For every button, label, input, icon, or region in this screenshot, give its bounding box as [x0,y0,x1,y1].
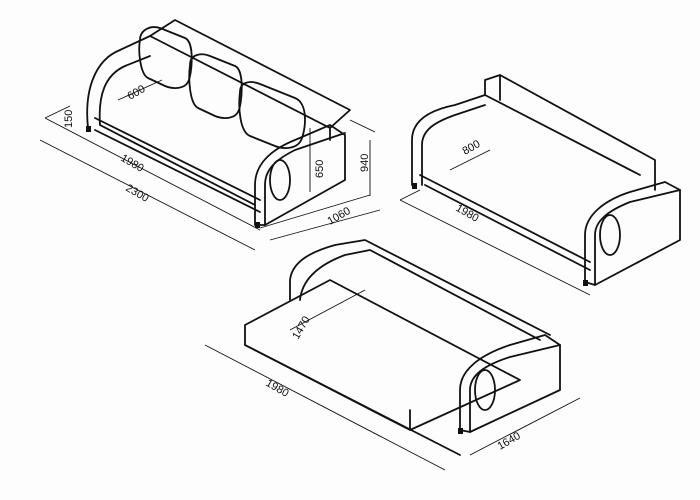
sofa-back-folded [399,74,681,296]
dim-seat-width-2: 1980 [454,202,481,225]
sofa-assembled [39,19,381,251]
dim-arm-height: 650 [314,160,326,178]
sofa-bed [204,239,581,471]
dim-overall-height: 940 [359,154,371,172]
dim-bed-overall-depth: 1640 [496,430,523,453]
dim-bed-width: 1980 [264,377,291,400]
dim-seat-depth: 600 [126,83,148,103]
dim-bed-depth: 1470 [290,314,313,341]
dim-overall-depth: 1060 [326,205,353,228]
dim-seat-width: 1980 [119,152,146,175]
dim-leg-height: 150 [63,110,75,128]
dim-seat-depth-2: 800 [461,138,483,158]
dim-overall-width: 2300 [124,182,151,205]
